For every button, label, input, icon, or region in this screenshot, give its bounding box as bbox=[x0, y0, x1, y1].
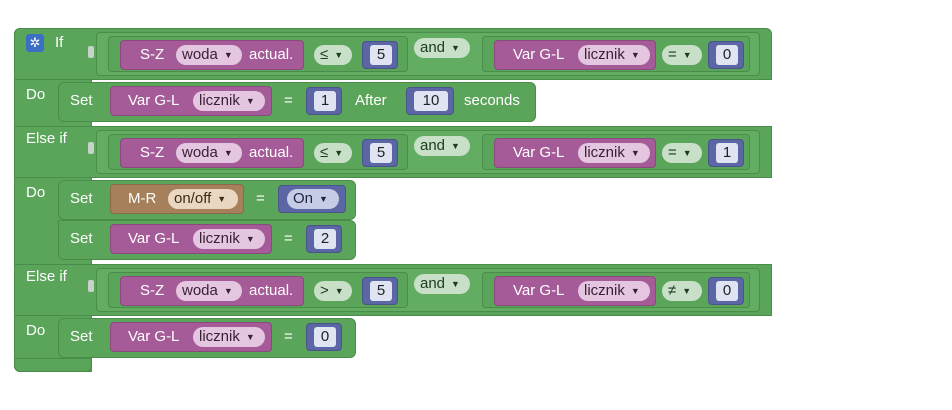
operator-dropdown[interactable]: >▼ bbox=[314, 281, 352, 301]
sensor-kind: S-Z bbox=[140, 46, 165, 63]
elseif-label: Else if bbox=[26, 268, 67, 285]
if-block-footer bbox=[14, 358, 92, 372]
device-kind: M-R bbox=[128, 190, 157, 207]
number-value[interactable]: 2 bbox=[314, 229, 336, 249]
device-prop-dropdown[interactable]: on/off▼ bbox=[168, 189, 238, 209]
set-label: Set bbox=[70, 92, 93, 109]
number-value[interactable]: 0 bbox=[716, 281, 738, 301]
input-notch bbox=[88, 280, 94, 292]
sensor-kind: S-Z bbox=[140, 144, 165, 161]
state-dropdown[interactable]: On▼ bbox=[287, 189, 339, 209]
var-kind: Var G-L bbox=[513, 144, 565, 161]
sensor-name-dropdown[interactable]: woda▼ bbox=[176, 45, 242, 65]
set-label: Set bbox=[70, 328, 93, 345]
var-kind: Var G-L bbox=[128, 328, 180, 345]
do-label: Do bbox=[26, 86, 46, 103]
input-notch bbox=[88, 142, 94, 154]
number-value[interactable]: 5 bbox=[370, 281, 392, 301]
if-label: If bbox=[55, 34, 64, 51]
equals-label: = bbox=[256, 190, 265, 207]
equals-label: = bbox=[284, 230, 293, 247]
number-value[interactable]: 1 bbox=[716, 143, 738, 163]
gear-icon[interactable]: ✲ bbox=[26, 34, 44, 52]
var-name-dropdown[interactable]: licznik▼ bbox=[193, 327, 265, 347]
do-label: Do bbox=[26, 184, 46, 201]
input-notch bbox=[88, 46, 94, 58]
var-name-dropdown[interactable]: licznik▼ bbox=[578, 45, 650, 65]
var-name-dropdown[interactable]: licznik▼ bbox=[193, 229, 265, 249]
operator-dropdown[interactable]: =▼ bbox=[662, 143, 702, 163]
set-label: Set bbox=[70, 230, 93, 247]
operator-dropdown[interactable]: ≤▼ bbox=[314, 45, 352, 65]
operator-dropdown[interactable]: ≤▼ bbox=[314, 143, 352, 163]
number-value[interactable]: 0 bbox=[716, 45, 738, 65]
and-dropdown[interactable]: and▼ bbox=[414, 274, 470, 294]
operator-dropdown[interactable]: =▼ bbox=[662, 45, 702, 65]
sensor-name-dropdown[interactable]: woda▼ bbox=[176, 143, 242, 163]
after-label: After bbox=[355, 92, 387, 109]
sensor-name-dropdown[interactable]: woda▼ bbox=[176, 281, 242, 301]
seconds-label: seconds bbox=[464, 92, 520, 109]
sensor-prop: actual. bbox=[249, 144, 294, 161]
number-value[interactable]: 1 bbox=[314, 91, 336, 111]
and-dropdown[interactable]: and▼ bbox=[414, 38, 470, 58]
elseif-label: Else if bbox=[26, 130, 67, 147]
number-value[interactable]: 0 bbox=[314, 327, 336, 347]
sensor-kind: S-Z bbox=[140, 282, 165, 299]
number-value[interactable]: 5 bbox=[370, 143, 392, 163]
sensor-prop: actual. bbox=[249, 46, 294, 63]
set-label: Set bbox=[70, 190, 93, 207]
delay-value[interactable]: 10 bbox=[414, 91, 448, 111]
number-value[interactable]: 5 bbox=[370, 45, 392, 65]
do-label: Do bbox=[26, 322, 46, 339]
and-dropdown[interactable]: and▼ bbox=[414, 136, 470, 156]
operator-dropdown[interactable]: ≠▼ bbox=[662, 281, 702, 301]
var-name-dropdown[interactable]: licznik▼ bbox=[578, 143, 650, 163]
var-kind: Var G-L bbox=[128, 230, 180, 247]
sensor-prop: actual. bbox=[249, 282, 294, 299]
var-kind: Var G-L bbox=[513, 282, 565, 299]
equals-label: = bbox=[284, 328, 293, 345]
var-kind: Var G-L bbox=[128, 92, 180, 109]
dropdown-arrow-icon: ▼ bbox=[223, 50, 233, 60]
var-name-dropdown[interactable]: licznik▼ bbox=[578, 281, 650, 301]
var-kind: Var G-L bbox=[513, 46, 565, 63]
equals-label: = bbox=[284, 92, 293, 109]
var-name-dropdown[interactable]: licznik▼ bbox=[193, 91, 265, 111]
